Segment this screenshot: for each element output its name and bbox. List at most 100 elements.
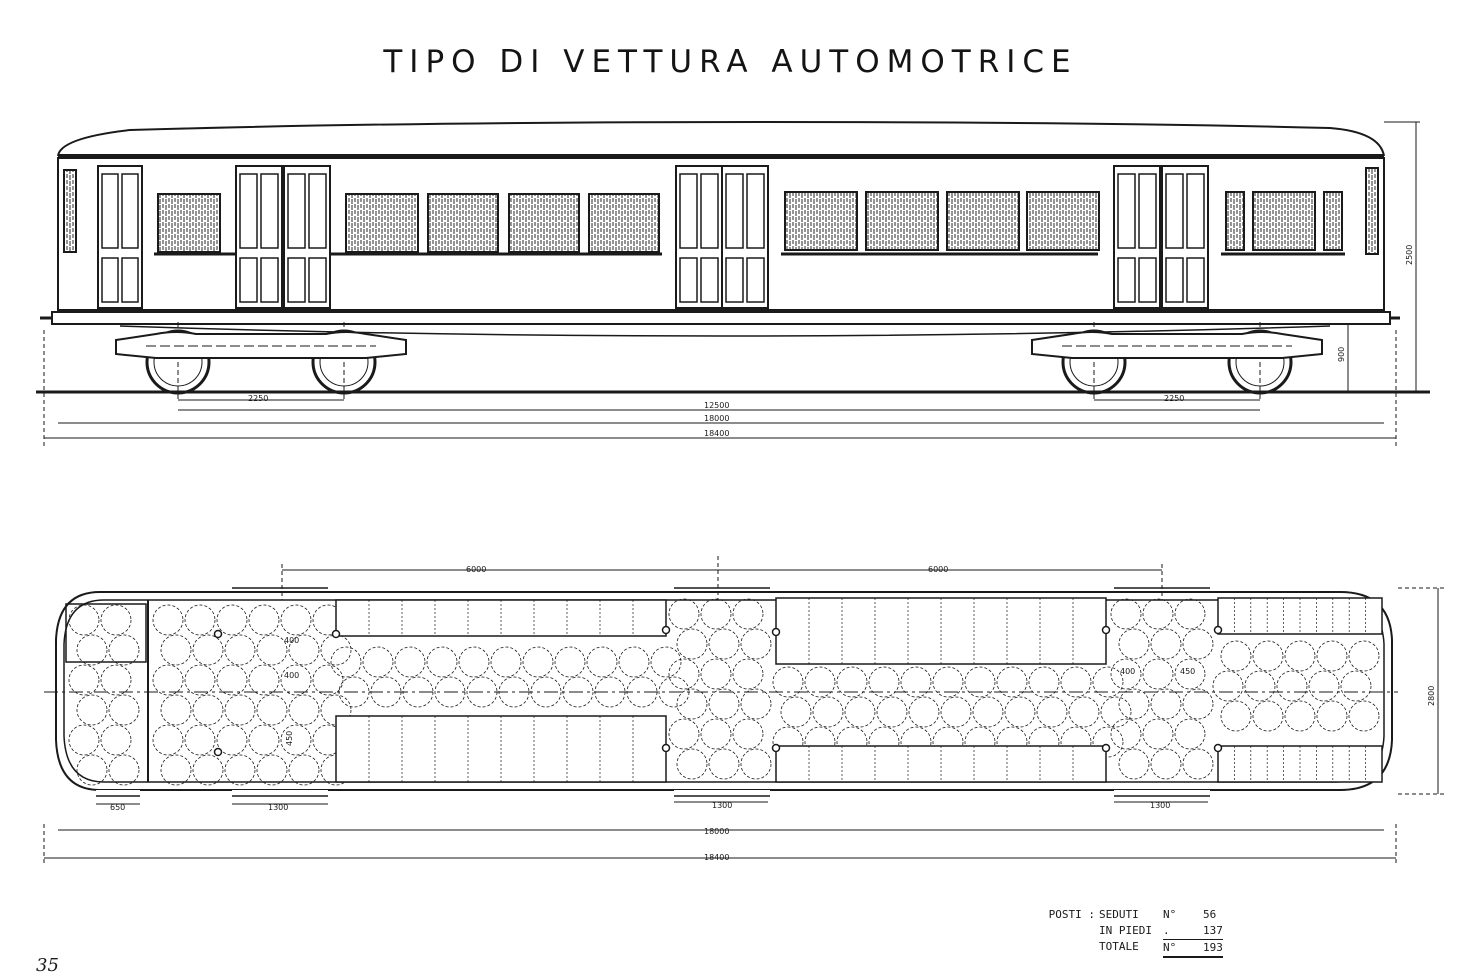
cab-desk [65,603,147,663]
capacity-value: 193 [1203,939,1223,958]
end-window-left [63,169,77,253]
standee-circle [160,754,192,786]
standee-circle [522,646,554,678]
standee-circle [1036,696,1068,728]
standee-circle [1212,670,1244,702]
side-view: 2250 2250 12500 18000 18400 2500 900 [36,120,1430,446]
standee-circle [940,696,972,728]
capacity-table: POSTI : SEDUTI N° 56 IN PIEDI . 137 TOTA… [1035,907,1223,958]
standee-circle [76,754,108,786]
door-panel [679,257,698,303]
standee-circle [804,666,836,698]
window [588,193,660,253]
door-leaf [675,165,723,309]
standee-circle [1092,666,1124,698]
standee-circle [1118,748,1150,780]
standee-circle [668,598,700,630]
door-panel [1165,173,1184,249]
standee-circle [1284,640,1316,672]
standee-circle [1068,696,1100,728]
dim-plan-overall-length: 18400 [704,853,729,862]
dim-half-left: 6000 [466,565,486,574]
standee-circle [288,694,320,726]
door-panel [1186,173,1205,249]
dim-door-right: 1300 [1150,801,1170,810]
standee-circle [312,664,344,696]
standee-circle [708,628,740,660]
standee-circle [394,646,426,678]
standee-circle [216,664,248,696]
door-panel [1186,257,1205,303]
standee-circle [650,646,682,678]
standee-circle [1316,640,1348,672]
dim-cab: 650 [110,803,125,812]
standee-circle [68,664,100,696]
dim-seat-gap: 450 [285,731,294,746]
door-panel [287,173,306,249]
capacity-row-standing: IN PIEDI . 137 [1035,923,1223,939]
standee-circle [868,726,900,758]
seats [213,597,1383,783]
standee-circle [1316,700,1348,732]
door-leaf [283,165,331,309]
standee-circle [330,646,362,678]
door-leaf [235,165,283,309]
standee-circle [256,694,288,726]
plan-dimensions [43,556,1446,864]
window [1252,191,1316,251]
standee-circle [1060,726,1092,758]
dim-bogie-right: 2250 [1164,394,1184,403]
standee-circle [280,724,312,756]
standee-circle [1174,598,1206,630]
stanchion [1101,743,1111,753]
standee-circle [1220,700,1252,732]
standee-circle [732,658,764,690]
roof [57,120,1385,157]
standee-circle [1028,726,1060,758]
standee-circle [1174,718,1206,750]
standee-circle [108,634,140,666]
standee-circle [1182,688,1214,720]
standee-circle [68,724,100,756]
standee-circle [1220,640,1252,672]
door-leaf [721,165,769,309]
standee-circle [812,696,844,728]
standee-circle [1092,726,1124,758]
standee-circle [932,666,964,698]
standee-circle [708,688,740,720]
standee-circle [68,604,100,636]
standee-circle [708,748,740,780]
standee-circle [836,666,868,698]
standee-circle [1348,640,1380,672]
standee-circle [900,726,932,758]
stanchion [213,629,223,639]
standee-circle [76,634,108,666]
standee-circle [1150,748,1182,780]
standee-circle [772,726,804,758]
standee-circle [908,696,940,728]
door-panel [287,257,306,303]
door-panel [101,257,119,303]
standee-circle [1252,700,1284,732]
dim-plan-body-length: 18000 [704,827,729,836]
standee-circle [964,726,996,758]
standee-circle [900,666,932,698]
standee-circle [932,726,964,758]
door-panel [101,173,119,249]
stanchion [1101,625,1111,635]
door-panel [746,173,765,249]
standee-circle [1150,688,1182,720]
standee-circle [1142,598,1174,630]
standee-circle [192,694,224,726]
capacity-label: TOTALE [1099,940,1139,953]
standee-circle [1118,628,1150,660]
standee-circle [740,628,772,660]
door-panel [239,173,258,249]
standee-circle [1004,696,1036,728]
standee-circle [554,646,586,678]
standee-circle [100,664,132,696]
door-panel [1117,173,1136,249]
capacity-value: 56 [1203,908,1217,921]
capacity-row-total: TOTALE N° 193 [1035,939,1223,958]
